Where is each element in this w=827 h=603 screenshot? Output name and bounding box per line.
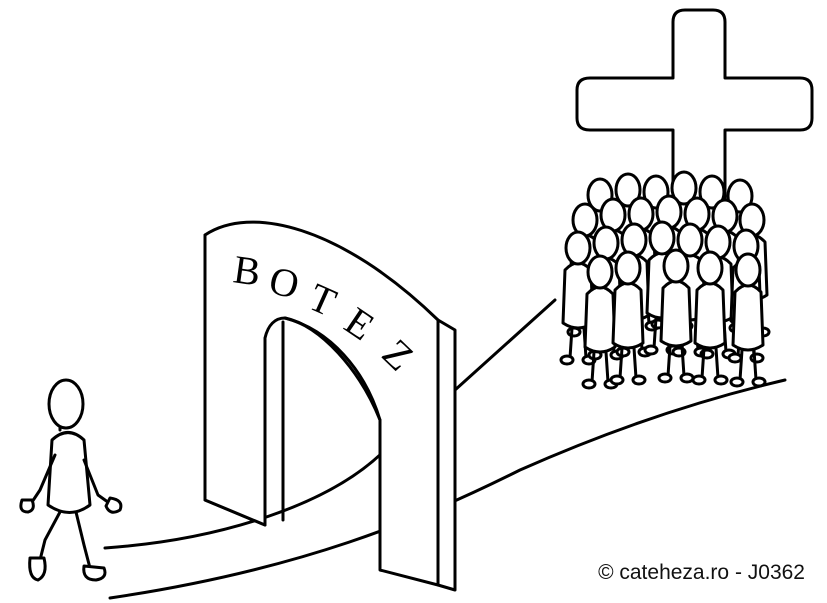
crowd-person [693, 252, 727, 384]
crowd-person [659, 250, 693, 382]
arch-gate-icon: B O T E Z [205, 222, 455, 590]
crowd-person [611, 252, 645, 384]
walking-person-icon [21, 380, 121, 580]
copyright-credit: © cateheza.ro - J0362 [598, 561, 805, 585]
crowd-icon [561, 172, 769, 388]
cross-icon [577, 10, 812, 200]
crowd-person [583, 256, 617, 388]
crowd-person [731, 254, 765, 386]
